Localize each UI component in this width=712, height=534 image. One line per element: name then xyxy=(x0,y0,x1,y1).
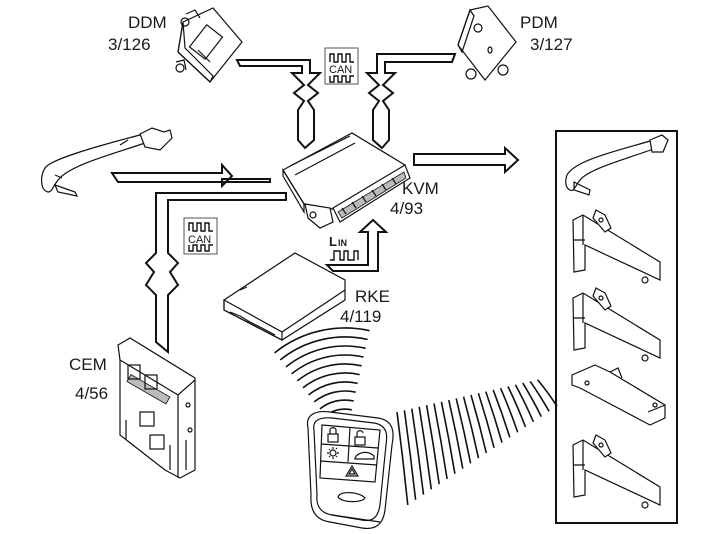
radio-wave-arc xyxy=(536,379,558,407)
cem-code: 4/56 xyxy=(75,384,108,403)
trunk-icon xyxy=(354,451,375,460)
rke-code: 4/119 xyxy=(340,307,381,326)
lock-antenna-component-3 xyxy=(572,434,661,509)
radio-wave-arc xyxy=(291,354,364,375)
radio-wave-arc xyxy=(455,398,472,464)
radio-wave-arc xyxy=(507,386,527,428)
radio-wave-arc xyxy=(285,345,366,368)
cem-module xyxy=(117,337,196,479)
radio-wave-arc xyxy=(418,406,433,490)
lock-antenna-component-1 xyxy=(572,209,661,284)
can-bus-badge-top: CAN xyxy=(324,47,359,85)
radio-wave-arc xyxy=(302,372,360,389)
unlock-icon xyxy=(354,430,366,446)
radio-wave-arc xyxy=(403,410,417,500)
door-handle-component xyxy=(565,134,669,196)
remote-key-fob xyxy=(306,410,394,530)
radio-wave-arc xyxy=(296,363,362,382)
radio-wave-arc xyxy=(492,389,511,438)
cem-label: CEM xyxy=(69,355,107,374)
light-icon xyxy=(327,447,339,459)
radio-wave-arc xyxy=(440,401,456,474)
radio-wave-arc xyxy=(425,405,440,485)
radio-waves-antenna xyxy=(396,379,558,506)
radio-wave-arc xyxy=(319,399,354,410)
radio-wave-arc xyxy=(448,399,464,469)
ddm-code: 3/126 xyxy=(108,35,151,54)
radio-wave-arc xyxy=(462,396,480,459)
radio-wave-arc xyxy=(308,381,358,396)
lin-signal-icon xyxy=(330,250,359,261)
can-bus-badge-left: CAN xyxy=(183,217,218,255)
radio-waves-rke xyxy=(274,327,370,424)
kvm-label: KVM xyxy=(402,179,439,198)
lin-arrow-rke-kvm xyxy=(324,218,389,272)
pdm-module xyxy=(457,5,517,81)
arrow-handle-kvm xyxy=(110,162,271,189)
ddm-label: DDM xyxy=(128,13,167,32)
hazard-icon xyxy=(344,464,360,477)
radio-wave-arc xyxy=(279,336,368,361)
radio-wave-arc xyxy=(522,382,543,417)
rke-module xyxy=(223,252,346,341)
lock-antenna-component-2 xyxy=(572,287,661,362)
pdm-code: 3/127 xyxy=(530,35,573,54)
radio-wave-arc xyxy=(396,411,409,506)
radio-wave-arc xyxy=(485,391,503,443)
antenna-bracket-component xyxy=(571,364,666,426)
pdm-label: PDM xyxy=(520,13,558,32)
lin-label-big: L xyxy=(329,234,337,249)
can-signal-icon xyxy=(329,53,354,63)
can-label-top: CAN xyxy=(329,64,352,76)
can-arrow-ddm-kvm xyxy=(235,59,323,150)
radio-wave-arc xyxy=(470,394,488,454)
kvm-code: 4/93 xyxy=(390,199,423,218)
lin-label-small: IN xyxy=(338,238,347,248)
can-signal-icon xyxy=(188,222,213,232)
lock-icon xyxy=(327,427,339,443)
radio-wave-arc xyxy=(433,403,448,480)
radio-wave-arc xyxy=(529,380,550,412)
arrow-kvm-output xyxy=(413,145,520,175)
output-components-panel xyxy=(555,130,678,524)
radio-wave-arc xyxy=(514,384,535,423)
radio-wave-arc xyxy=(477,393,495,448)
ddm-module xyxy=(175,7,243,83)
can-arrow-pdm-kvm xyxy=(364,53,457,150)
radio-wave-arc xyxy=(313,390,356,403)
radio-wave-arc xyxy=(274,327,370,354)
kvm-module xyxy=(282,132,411,229)
door-handle-input xyxy=(41,127,173,197)
can-label-left: CAN xyxy=(188,234,211,246)
rke-label: RKE xyxy=(355,287,390,306)
lin-bus-badge: L IN xyxy=(329,234,359,261)
can-arrow-kvm-cem xyxy=(144,192,287,355)
radio-wave-arc xyxy=(411,408,425,495)
radio-wave-arc xyxy=(499,387,519,433)
